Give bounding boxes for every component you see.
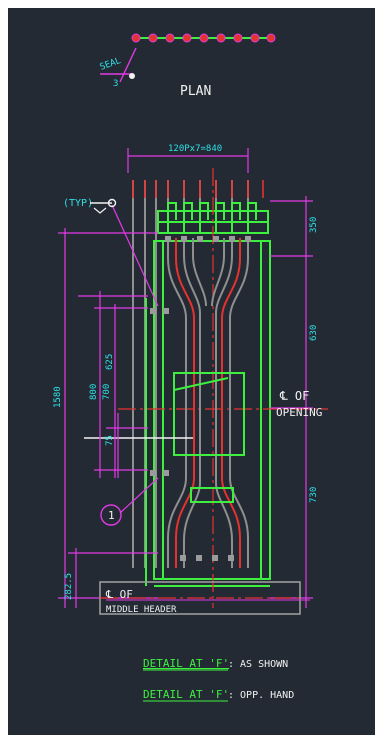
callout-1: 1: [100, 504, 122, 526]
top-dowel-tips: [132, 180, 264, 198]
typ-callout: (TYP): [63, 198, 117, 214]
detail-2-label: DETAIL AT 'F': [143, 688, 229, 701]
plan-view: SEAL 3 PLAN: [99, 33, 276, 99]
opening-box: [173, 372, 245, 503]
bar-nodes: [150, 236, 251, 561]
dim-700: 700: [102, 384, 112, 400]
plan-title: PLAN: [180, 84, 211, 99]
plan-bar-dots: [131, 33, 276, 43]
dim-800: 800: [89, 384, 99, 400]
dim-1580: 1580: [53, 386, 63, 408]
dim-350: 350: [309, 217, 319, 233]
dimension-lines: [58, 196, 313, 608]
dim-630: 630: [309, 325, 319, 341]
reinforcement-detail-drawing: SEAL 3 PLAN 120Px7=840: [53, 33, 328, 702]
middle-header-label: MIDDLE HEADER: [106, 605, 177, 615]
column-outline: [145, 240, 271, 587]
spacing-dimension: [127, 148, 249, 173]
detail-1-label: DETAIL AT 'F': [143, 657, 229, 670]
dim-75: 75: [105, 435, 115, 446]
seal-label: SEAL: [99, 56, 123, 73]
seal-number: 3: [113, 79, 118, 89]
detail-notes: DETAIL AT 'F' : AS SHOWN DETAIL AT 'F' :…: [143, 657, 294, 702]
typ-label: (TYP): [63, 198, 93, 209]
dim-730: 730: [309, 487, 319, 503]
opening-label: OPENING: [276, 406, 322, 419]
dim-282-5: 282.5: [64, 573, 74, 600]
cad-drawing-canvas: SEAL 3 PLAN 120Px7=840: [8, 8, 375, 735]
detail-1-note: : AS SHOWN: [228, 659, 288, 670]
middle-header: ℄ OF MIDDLE HEADER: [99, 581, 310, 615]
opening-centerline-label: ℄ OF: [279, 389, 309, 403]
bar-spacing-label: 120Px7=840: [168, 144, 222, 154]
seal-callout: SEAL 3: [99, 47, 137, 89]
detail-2-note: : OPP. HAND: [228, 690, 294, 701]
callout-1-label: 1: [108, 509, 115, 522]
dim-625: 625: [105, 354, 115, 370]
header-centerline-label: ℄ OF: [105, 588, 133, 601]
cranked-bars: [167, 238, 249, 568]
